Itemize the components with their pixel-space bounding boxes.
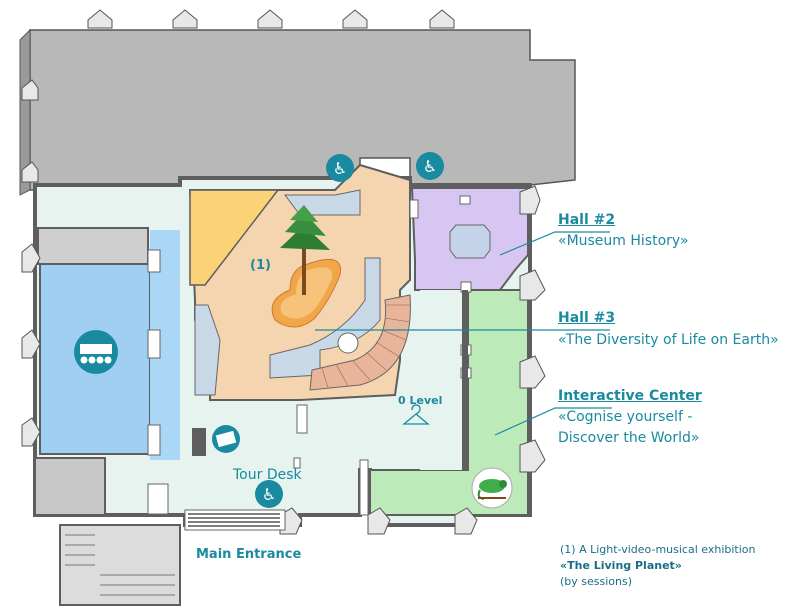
hall-2-display: [459, 195, 471, 205]
interactive-center-subtitle-2: Discover the World»: [558, 430, 700, 446]
tour-desk-label: Tour Desk: [233, 467, 302, 483]
hall-3-corner-yellow: [189, 189, 280, 286]
exhibit-pond-inner: [280, 267, 333, 319]
footnote-line-2: «The Living Planet»: [560, 559, 682, 572]
leader-lines: [315, 231, 612, 436]
hanger-icon: [402, 404, 430, 425]
hall-2-exhibit: [449, 224, 491, 259]
left-annex: [34, 457, 106, 516]
footnote-line-1: (1) A Light-video-musical exhibition: [560, 543, 756, 556]
interactive-center-subtitle-1: «Cognise yourself -: [558, 409, 693, 425]
level-label: 0 Level: [398, 394, 443, 407]
pine-tree-icon: [280, 205, 330, 295]
hall-3-curved-wall: [269, 257, 381, 379]
tour-desk-counter: [192, 428, 206, 456]
staircase-steps: [321, 304, 411, 389]
hall-3-title[interactable]: Hall #3: [558, 310, 616, 326]
central-column: [337, 332, 359, 354]
corridor-block-2: [359, 459, 369, 516]
footnote-line-3: (by sessions): [560, 575, 633, 588]
roof: [29, 29, 576, 191]
svg-text:♿: ♿: [333, 159, 347, 178]
interactive-wall-divider: [462, 290, 468, 470]
chameleon-icon: [471, 467, 513, 509]
wheelchair-icon: ♿: [416, 152, 444, 180]
roof-dormers: [21, 9, 455, 183]
ticket-icon: [212, 425, 240, 453]
wheelchair-icon: ♿: [255, 480, 283, 508]
conference-table-icon: [74, 330, 118, 374]
interactive-center-title[interactable]: Interactive Center: [558, 388, 702, 404]
hall-2-pillar: [409, 199, 419, 219]
hall-2-title[interactable]: Hall #2: [558, 212, 616, 228]
svg-text:♿: ♿: [423, 157, 437, 176]
exhibit-marker: (1): [250, 258, 271, 273]
wheelchair-icon: ♿: [326, 154, 354, 182]
wall-buttresses: [21, 185, 546, 535]
tour-desk-small: [293, 457, 301, 469]
roof-left-side: [19, 28, 31, 196]
hall-3-subtitle: «The Diversity of Life on Earth»: [558, 332, 779, 348]
interactive-center-entry: [420, 290, 468, 470]
main-entrance-label: Main Entrance: [196, 547, 302, 562]
hall-2-subtitle: «Museum History»: [558, 233, 689, 249]
columns-left: [147, 249, 161, 456]
entrance-steps: [184, 509, 286, 531]
hall-3-left-partition: [194, 304, 221, 396]
entrance-stair-lines: [188, 513, 280, 527]
corridor-block-1: [296, 404, 308, 434]
entrance-wall-left: [147, 483, 169, 515]
spiral-staircase: [309, 294, 411, 391]
stair-steps: [65, 534, 175, 596]
svg-text:♿: ♿: [262, 485, 276, 504]
conference-hall-top-wall: [37, 227, 149, 265]
